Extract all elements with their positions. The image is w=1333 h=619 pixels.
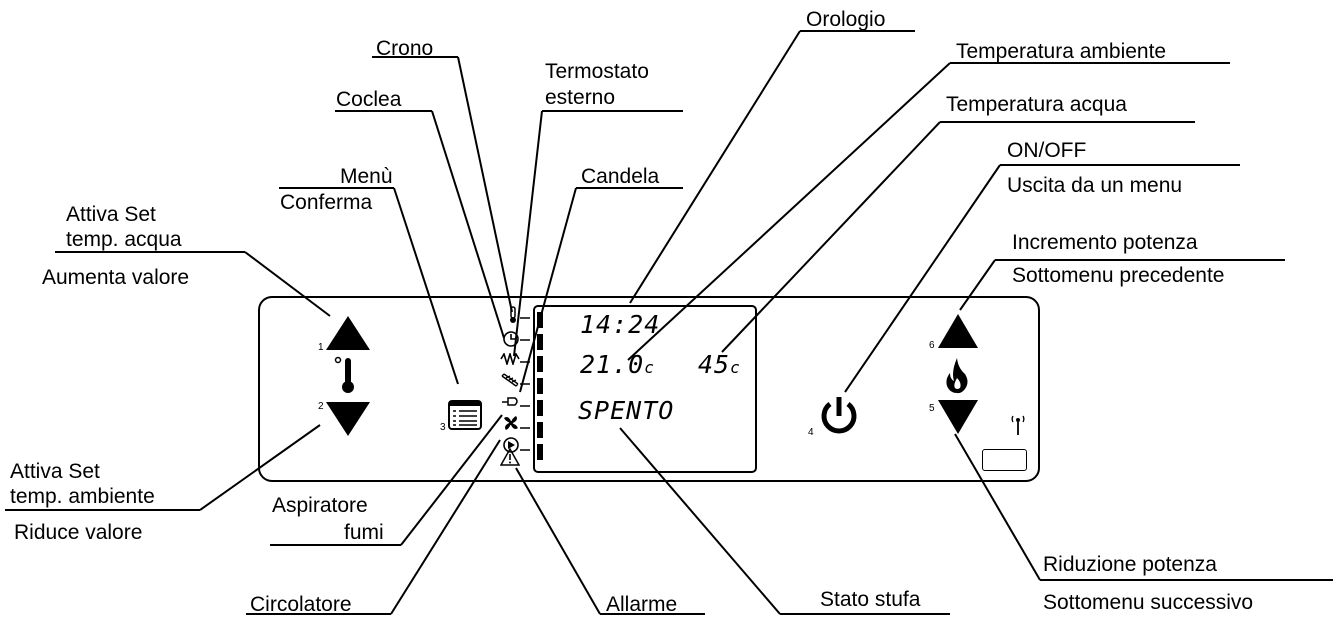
clock-icon [503,331,519,347]
up-arrow-button[interactable] [326,316,370,352]
label-aumenta: Aumenta valore [42,266,190,289]
label-attiva-acqua-2: temp. acqua [66,228,182,251]
label-orologio: Orologio [806,8,886,31]
stove-status-readout: SPENTO [578,396,675,425]
label-sottomenu-succ: Sottomenu successivo [1043,591,1254,614]
label-temp-acqua: Temperatura acqua [946,93,1127,116]
label-riduce: Riduce valore [14,521,143,544]
label-uscita: Uscita da un menu [1007,174,1183,197]
flame-icon [946,358,968,394]
label-sottomenu-prec: Sottomenu precedente [1012,264,1225,287]
key-number-6: 6 [929,340,935,351]
label-attiva-amb-2: temp. ambiente [10,485,155,508]
key-number-1: 1 [318,342,324,353]
status-icon-column [520,317,530,451]
label-crono: Crono [376,37,434,60]
antenna-icon [1011,415,1025,435]
label-riduzione: Riduzione potenza [1043,553,1217,576]
control-panel [258,296,1040,482]
label-allarme: Allarme [606,593,678,616]
indicator-bar [537,312,543,460]
lcd-display [533,305,757,473]
water-temp-readout: 45c [698,350,741,379]
label-attiva-amb-1: Attiva Set [10,460,100,483]
room-temp-readout: 21.0c [580,350,655,379]
label-termostato-1: Termostato [545,60,649,83]
power-up-button[interactable] [938,314,978,350]
thermometer-icon [334,356,354,393]
label-stato-stufa: Stato stufa [820,588,921,611]
label-aspiratore-1: Aspiratore [272,494,368,517]
key-number-4: 4 [808,427,814,438]
power-icon[interactable] [817,394,861,438]
menu-list-icon[interactable] [448,400,482,430]
key-number-5: 5 [929,403,935,414]
label-conferma: Conferma [280,191,373,214]
label-temp-ambiente: Temperatura ambiente [956,40,1167,63]
candle-icon [502,397,518,406]
label-termostato-2: esterno [545,86,616,109]
key-number-2: 2 [318,401,324,412]
remote-receiver [982,449,1027,471]
power-down-button[interactable] [938,400,978,436]
label-candela: Candela [581,165,660,188]
key-number-3: 3 [440,422,446,433]
label-menu: Menù [340,165,393,188]
auger-icon [501,373,519,387]
label-incremento: Incremento potenza [1012,231,1198,254]
clock-readout: 14:24 [580,310,661,339]
label-on-off: ON/OFF [1007,139,1087,162]
thermometer-icon [510,306,516,323]
down-arrow-button[interactable] [326,402,370,438]
fan-icon [504,416,518,430]
label-coclea: Coclea [336,88,402,111]
alarm-icon [500,448,520,466]
label-circolatore: Circolatore [250,593,352,616]
label-aspiratore-2: fumi [344,521,384,544]
resistor-icon [500,353,520,365]
label-attiva-acqua-1: Attiva Set [66,203,156,226]
